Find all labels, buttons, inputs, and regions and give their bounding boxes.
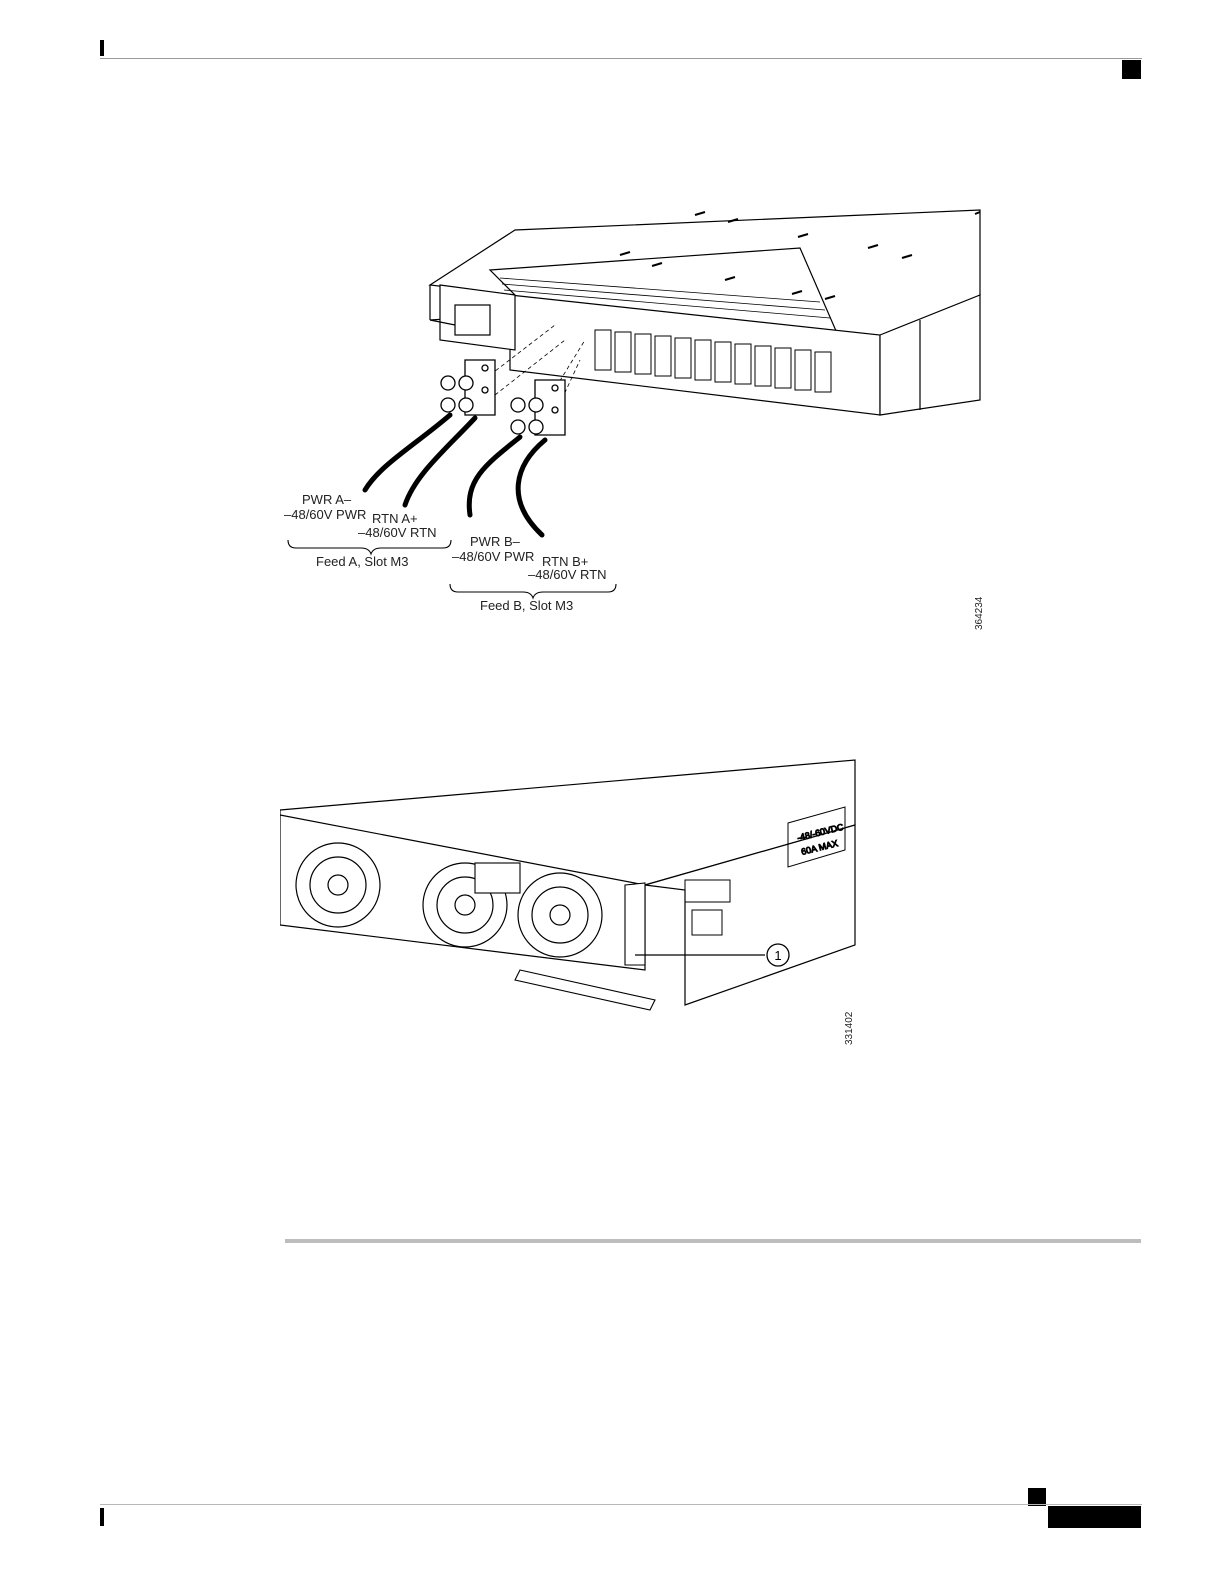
figure2-id: 331402 [844, 1011, 855, 1045]
footer-rule [100, 1504, 1142, 1505]
page-number-bar [1048, 1506, 1141, 1528]
chassis-fan-figure: -48/-60VDC 60A MAX 1 331402 [280, 755, 870, 1055]
footer-marker [100, 1508, 104, 1526]
pwr-b-label: PWR B– [470, 534, 521, 549]
feed-b-label: Feed B, Slot M3 [480, 598, 573, 613]
header-square [1122, 60, 1141, 79]
pwr-a-label: PWR A– [302, 492, 352, 507]
feed-a-label: Feed A, Slot M3 [316, 554, 409, 569]
rtn-a-label: RTN A+ [372, 511, 418, 526]
section-divider [285, 1239, 1141, 1243]
pwr-a-voltage-label: –48/60V PWR [284, 507, 366, 522]
dc-power-connection-figure: PWR A– –48/60V PWR RTN A+ –48/60V RTN Fe… [280, 200, 1000, 640]
rtn-a-voltage-label: –48/60V RTN [358, 525, 437, 540]
figure1-id: 364234 [974, 596, 985, 630]
header-rule [100, 58, 1142, 59]
header-marker [100, 40, 104, 56]
rtn-b-voltage-label: –48/60V RTN [528, 567, 607, 582]
pwr-b-voltage-label: –48/60V PWR [452, 549, 534, 564]
callout-number: 1 [774, 948, 781, 963]
